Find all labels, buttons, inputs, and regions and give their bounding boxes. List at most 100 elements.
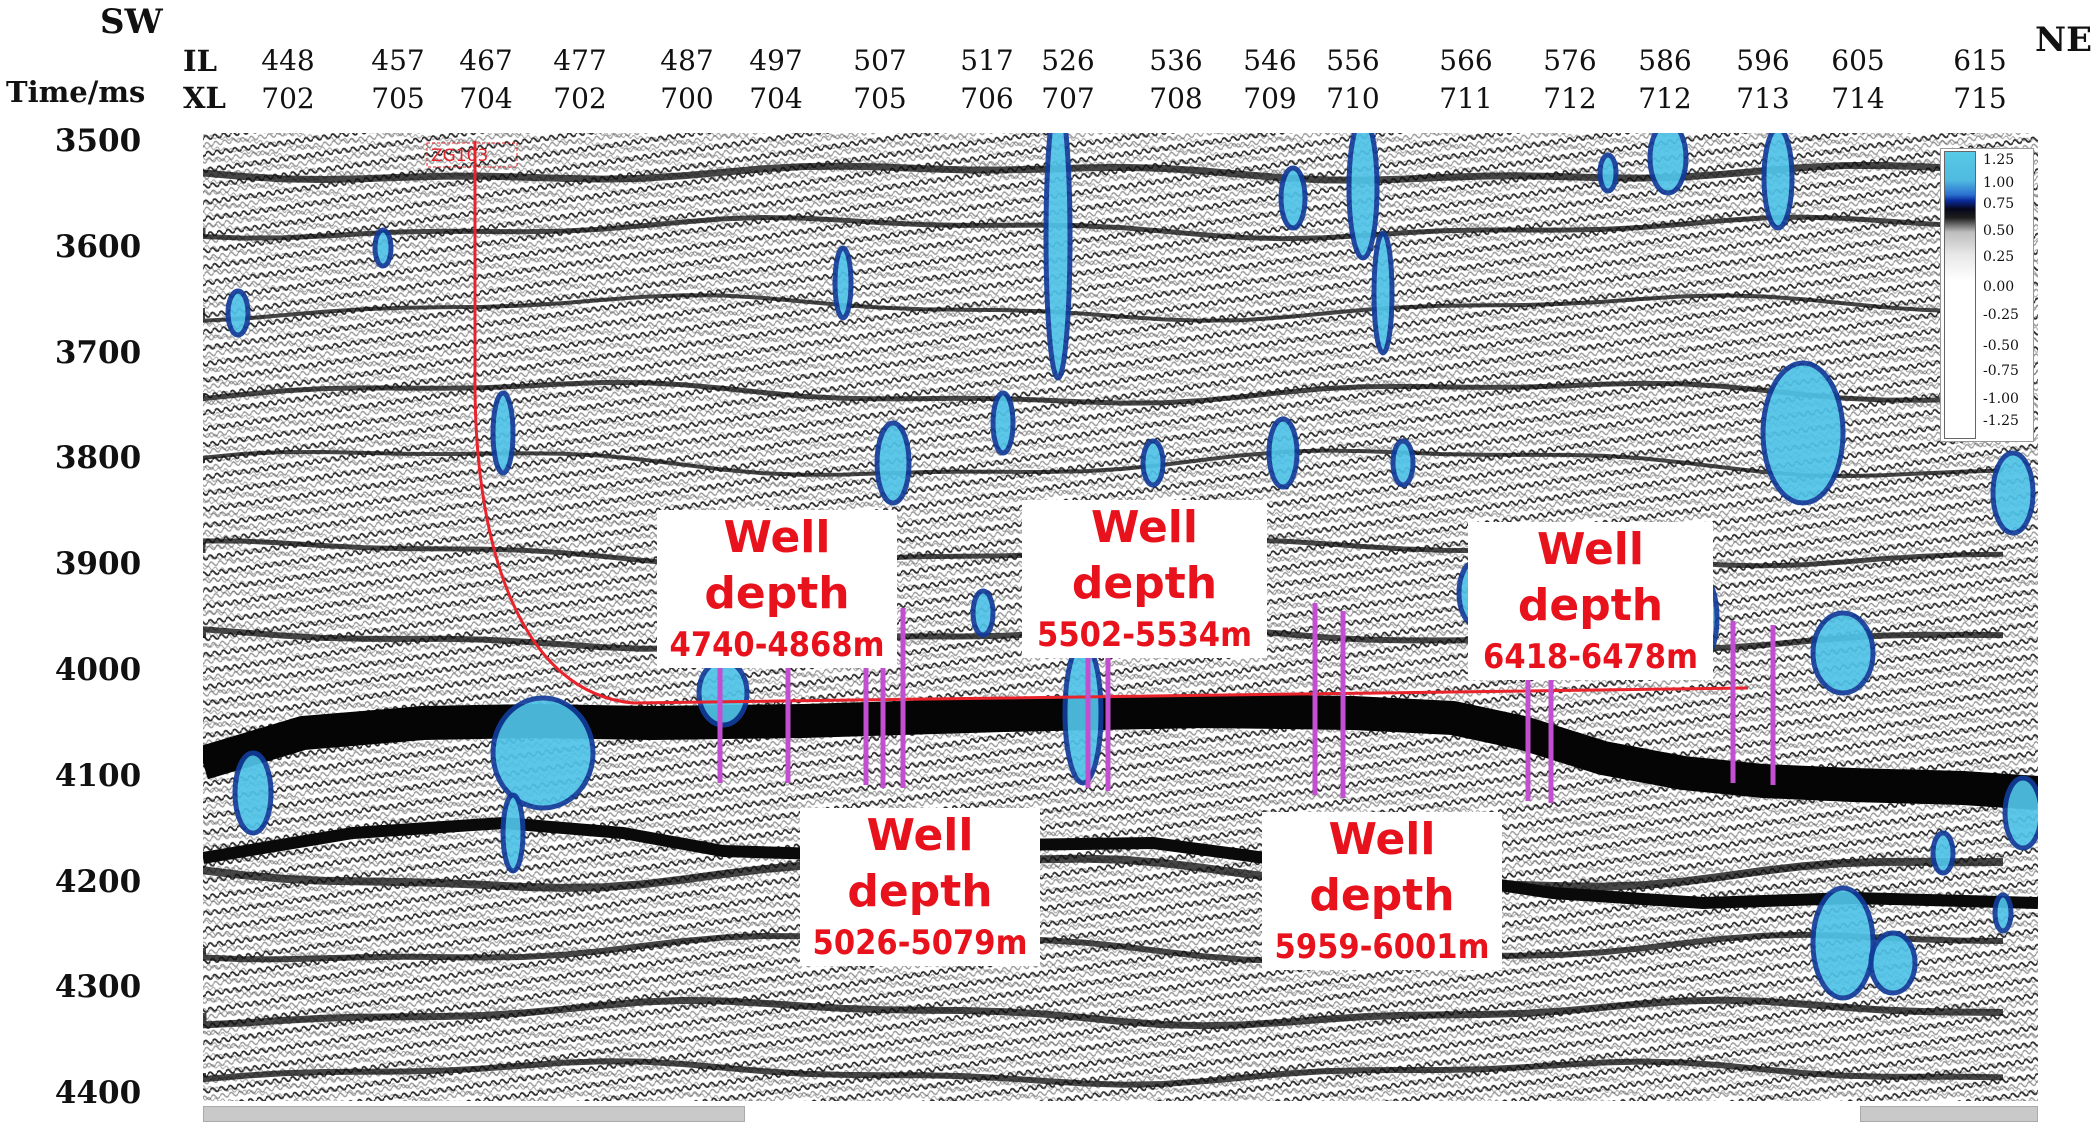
il-tick-label: 526 (1041, 44, 1095, 77)
xl-tick-label: 713 (1736, 82, 1790, 115)
time-tick-label: 3700 (54, 334, 142, 371)
callout-title: Well depth (1309, 814, 1455, 921)
seismic-reflector (203, 161, 2004, 184)
il-tick-label: 457 (371, 44, 425, 77)
xl-tick-label: 712 (1543, 82, 1597, 115)
il-tick-label: 586 (1638, 44, 1692, 77)
colorbar-tick-label: 0.50 (1983, 223, 2015, 239)
attribute-anomaly (832, 245, 854, 321)
attribute-anomaly (1346, 133, 1380, 261)
xl-tick-label: 708 (1149, 82, 1203, 115)
attribute-anomaly (1062, 640, 1104, 786)
attribute-anomaly (874, 420, 912, 506)
colorbar-gradient (1944, 151, 1976, 439)
xl-tick-label: 704 (749, 82, 803, 115)
callout-well-depth-2: Well depth 5026-5079m (800, 808, 1040, 966)
colorbar-tick-label: -0.50 (1983, 338, 2019, 354)
time-tick-label: 4400 (54, 1075, 142, 1112)
callout-range: 4740-4868m (669, 625, 885, 665)
seismic-reflector (203, 214, 2004, 242)
xl-tick-label: 706 (960, 82, 1014, 115)
attribute-anomaly (225, 288, 251, 338)
attribute-anomaly (1390, 438, 1416, 488)
time-tick-label: 3800 (54, 440, 142, 477)
xl-tick-label: 712 (1638, 82, 1692, 115)
xl-tick-label: 710 (1326, 82, 1380, 115)
attribute-anomaly (1647, 133, 1689, 196)
direction-ne-label: NE (2035, 20, 2092, 60)
time-tick-label: 4200 (54, 863, 142, 900)
seismic-reflector (203, 996, 2004, 1030)
time-tick-label: 4300 (54, 969, 142, 1006)
colorbar-tick-label: 1.00 (1983, 175, 2015, 191)
attribute-anomaly (490, 390, 516, 476)
callout-title: Well depth (1071, 502, 1218, 609)
attribute-anomaly (1760, 360, 1846, 506)
attribute-anomaly (1761, 133, 1795, 231)
time-tick-label: 4000 (54, 652, 142, 688)
attribute-anomaly (1371, 230, 1395, 356)
horizontal-scrollbar-right[interactable] (1860, 1106, 2038, 1122)
il-tick-label: 507 (853, 44, 907, 77)
time-tick-label: 3600 (54, 228, 142, 265)
attribute-anomaly (1266, 416, 1300, 490)
seismic-reflector (203, 293, 2004, 323)
il-tick-label: 448 (261, 44, 315, 77)
seismic-reflector (203, 931, 2004, 964)
il-tick-label: 517 (960, 44, 1014, 77)
xl-tick-label: 705 (371, 82, 425, 115)
callout-title: Well depth (1517, 524, 1664, 631)
attribute-anomaly (1930, 830, 1956, 876)
attribute-anomaly (1140, 438, 1166, 488)
time-axis-key: Time/ms (6, 75, 146, 109)
attribute-anomaly (500, 792, 526, 874)
colorbar-tick-label: 1.25 (1983, 152, 2015, 168)
il-tick-label: 536 (1149, 44, 1203, 77)
attribute-anomaly (232, 750, 274, 836)
attribute-anomaly (372, 227, 394, 269)
xl-tick-label: 704 (459, 82, 513, 115)
xl-tick-label: 709 (1243, 82, 1297, 115)
reflector-group (203, 161, 2038, 1088)
attribute-anomaly (490, 695, 596, 811)
attribute-anomaly (696, 658, 750, 728)
time-tick-label: 3900 (54, 546, 142, 583)
colorbar-tick-label: -0.75 (1983, 363, 2019, 379)
xl-tick-label: 702 (553, 82, 607, 115)
well-name-label: ZG103 (431, 146, 488, 166)
attribute-anomaly (1043, 133, 1073, 381)
seismic-reflector (203, 448, 2004, 479)
il-tick-label: 596 (1736, 44, 1790, 77)
il-tick-label: 566 (1439, 44, 1493, 77)
well-trajectory (473, 141, 1749, 705)
colorbar-tick-label: 0.75 (1983, 196, 2015, 212)
attribute-anomaly (2002, 775, 2038, 851)
callout-well-depth-4: Well depth 5959-6001m (1262, 812, 1502, 970)
callout-well-depth-5: Well depth 6418-6478m (1468, 522, 1713, 680)
seismic-reflector (203, 854, 2004, 892)
xl-tick-label: 702 (261, 82, 315, 115)
direction-sw-label: SW (100, 2, 163, 42)
colorbar-tick-label: 0.00 (1983, 279, 2015, 295)
il-tick-label: 605 (1831, 44, 1885, 77)
xl-tick-label: 700 (660, 82, 714, 115)
xl-axis-key: XL (183, 81, 226, 115)
xl-tick-label: 711 (1439, 82, 1493, 115)
callout-range: 5502-5534m (1037, 615, 1252, 655)
callout-range: 5026-5079m (812, 923, 1028, 963)
attribute-anomaly (1990, 450, 2036, 536)
horizontal-scrollbar-left[interactable] (203, 1106, 745, 1122)
